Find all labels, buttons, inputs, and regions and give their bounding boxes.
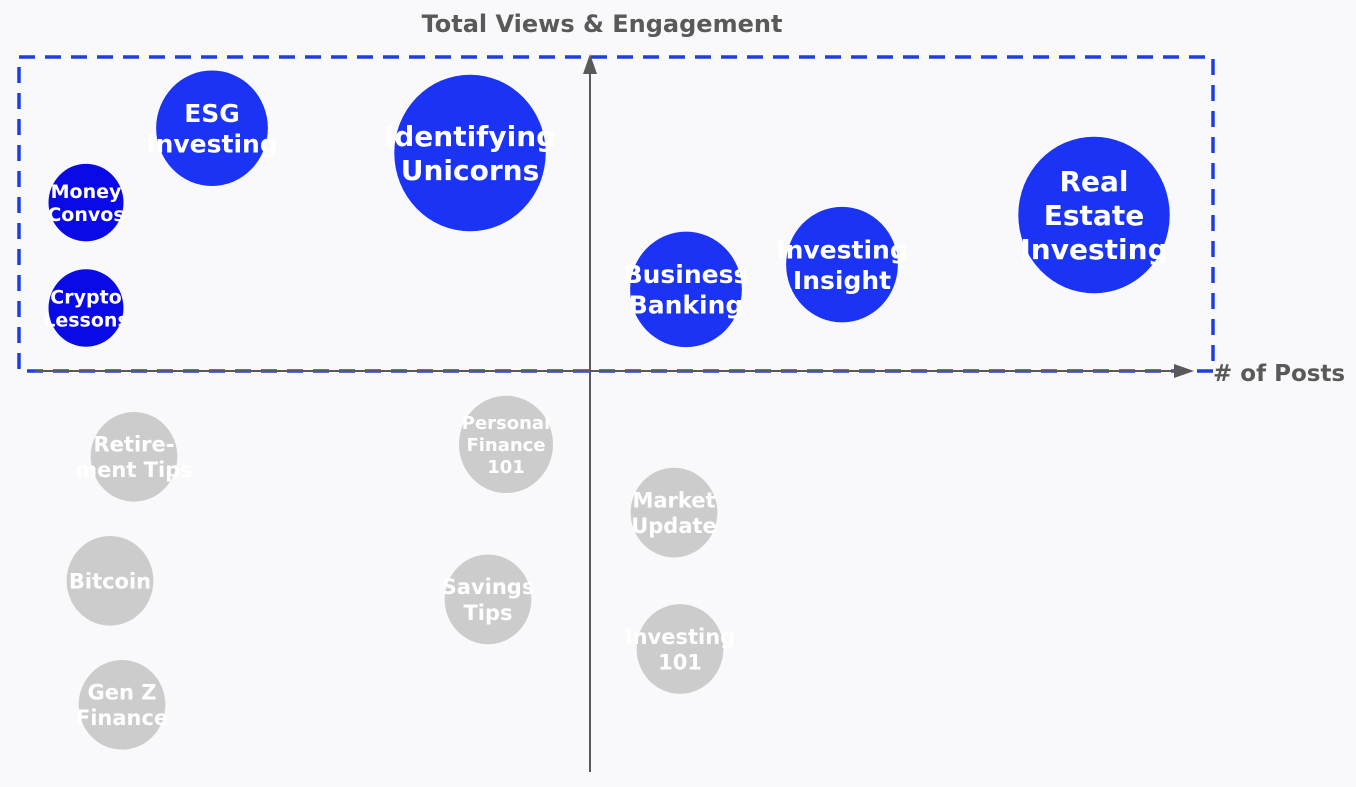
bubble-circle bbox=[394, 74, 546, 232]
bubble-label-line: Tips bbox=[463, 601, 512, 625]
bubble-label-line: Lessons bbox=[43, 309, 129, 331]
bubble-circle bbox=[48, 269, 124, 347]
bubble-circle bbox=[1018, 136, 1170, 294]
bubble-label-line: Market bbox=[632, 488, 715, 512]
bubble-label-line: Convos bbox=[47, 204, 124, 226]
bubble-label-line: Real bbox=[1059, 165, 1128, 198]
bubble-label-line: Money bbox=[51, 181, 122, 203]
bubble-circle bbox=[458, 395, 554, 494]
bubble-label-line: 101 bbox=[487, 457, 525, 478]
bubble-label-line: Business bbox=[624, 260, 749, 289]
bubble-label-line: Unicorns bbox=[401, 154, 540, 187]
bubble: Bitcoin bbox=[66, 535, 154, 626]
bubble-circle bbox=[786, 206, 898, 323]
y-axis-arrow-icon bbox=[583, 54, 597, 74]
x-axis-label: # of Posts bbox=[1213, 361, 1345, 387]
bubble-label-line: Banking bbox=[629, 291, 744, 320]
bubble-circle bbox=[444, 554, 532, 645]
bubble-label-line: Personal bbox=[462, 413, 551, 434]
bubble-circle bbox=[78, 659, 166, 750]
bubble-label-line: ment Tips bbox=[75, 458, 192, 482]
bubble-label-line: Investing bbox=[625, 625, 735, 649]
bubble-label-line: Identifying bbox=[384, 120, 556, 153]
bubble-label-line: ESG bbox=[184, 99, 240, 128]
bubble-label-line: Savings bbox=[442, 575, 535, 599]
bubble-label-line: Update bbox=[631, 514, 717, 538]
bubble-label-line: Crypto bbox=[50, 286, 121, 308]
bubble-label-line: 101 bbox=[658, 650, 702, 674]
bubble-label: Retire-ment Tips bbox=[75, 433, 192, 483]
bubble-label-line: Insight bbox=[793, 266, 891, 295]
bubble-label-line: Retire- bbox=[94, 433, 175, 457]
bubble-label-line: Finance bbox=[76, 706, 168, 730]
bubble-label-line: Investing bbox=[146, 129, 277, 158]
bubble-label-line: Gen Z bbox=[88, 681, 157, 705]
bubble-label-line: Estate bbox=[1044, 199, 1144, 232]
bubble-label-line: Investing bbox=[776, 235, 907, 264]
bubble-circle bbox=[48, 163, 124, 242]
bubble-circle bbox=[156, 70, 268, 186]
bubble-circle bbox=[90, 411, 178, 502]
x-axis-arrow-icon bbox=[1174, 364, 1194, 378]
bubble: Retire-ment Tips bbox=[75, 411, 193, 502]
bubble-label-line: Bitcoin bbox=[69, 569, 151, 593]
bubble-label-line: Finance bbox=[466, 435, 545, 456]
chart-title: Total Views & Engagement bbox=[422, 10, 783, 38]
bubble-circle bbox=[66, 535, 154, 626]
bubble-circle bbox=[636, 604, 724, 694]
bubble-circle bbox=[630, 467, 718, 558]
bubble-label: Bitcoin bbox=[69, 569, 151, 593]
bubble-label-line: Investing bbox=[1020, 233, 1167, 266]
bubble-circle bbox=[630, 231, 742, 348]
